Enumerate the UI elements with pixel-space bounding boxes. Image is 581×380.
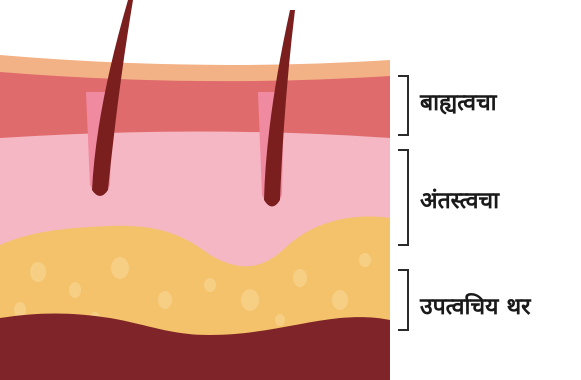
bracket-dermis <box>398 150 408 245</box>
layer-brackets <box>398 76 408 330</box>
dermis-label: अंतस्त्वचा <box>420 190 499 213</box>
bracket-hypodermis <box>398 270 408 330</box>
epidermis-label: बाह्यत्वचा <box>420 92 497 115</box>
bracket-epidermis <box>398 76 408 135</box>
hypodermis-label: उपत्वचिय थर <box>420 296 531 319</box>
